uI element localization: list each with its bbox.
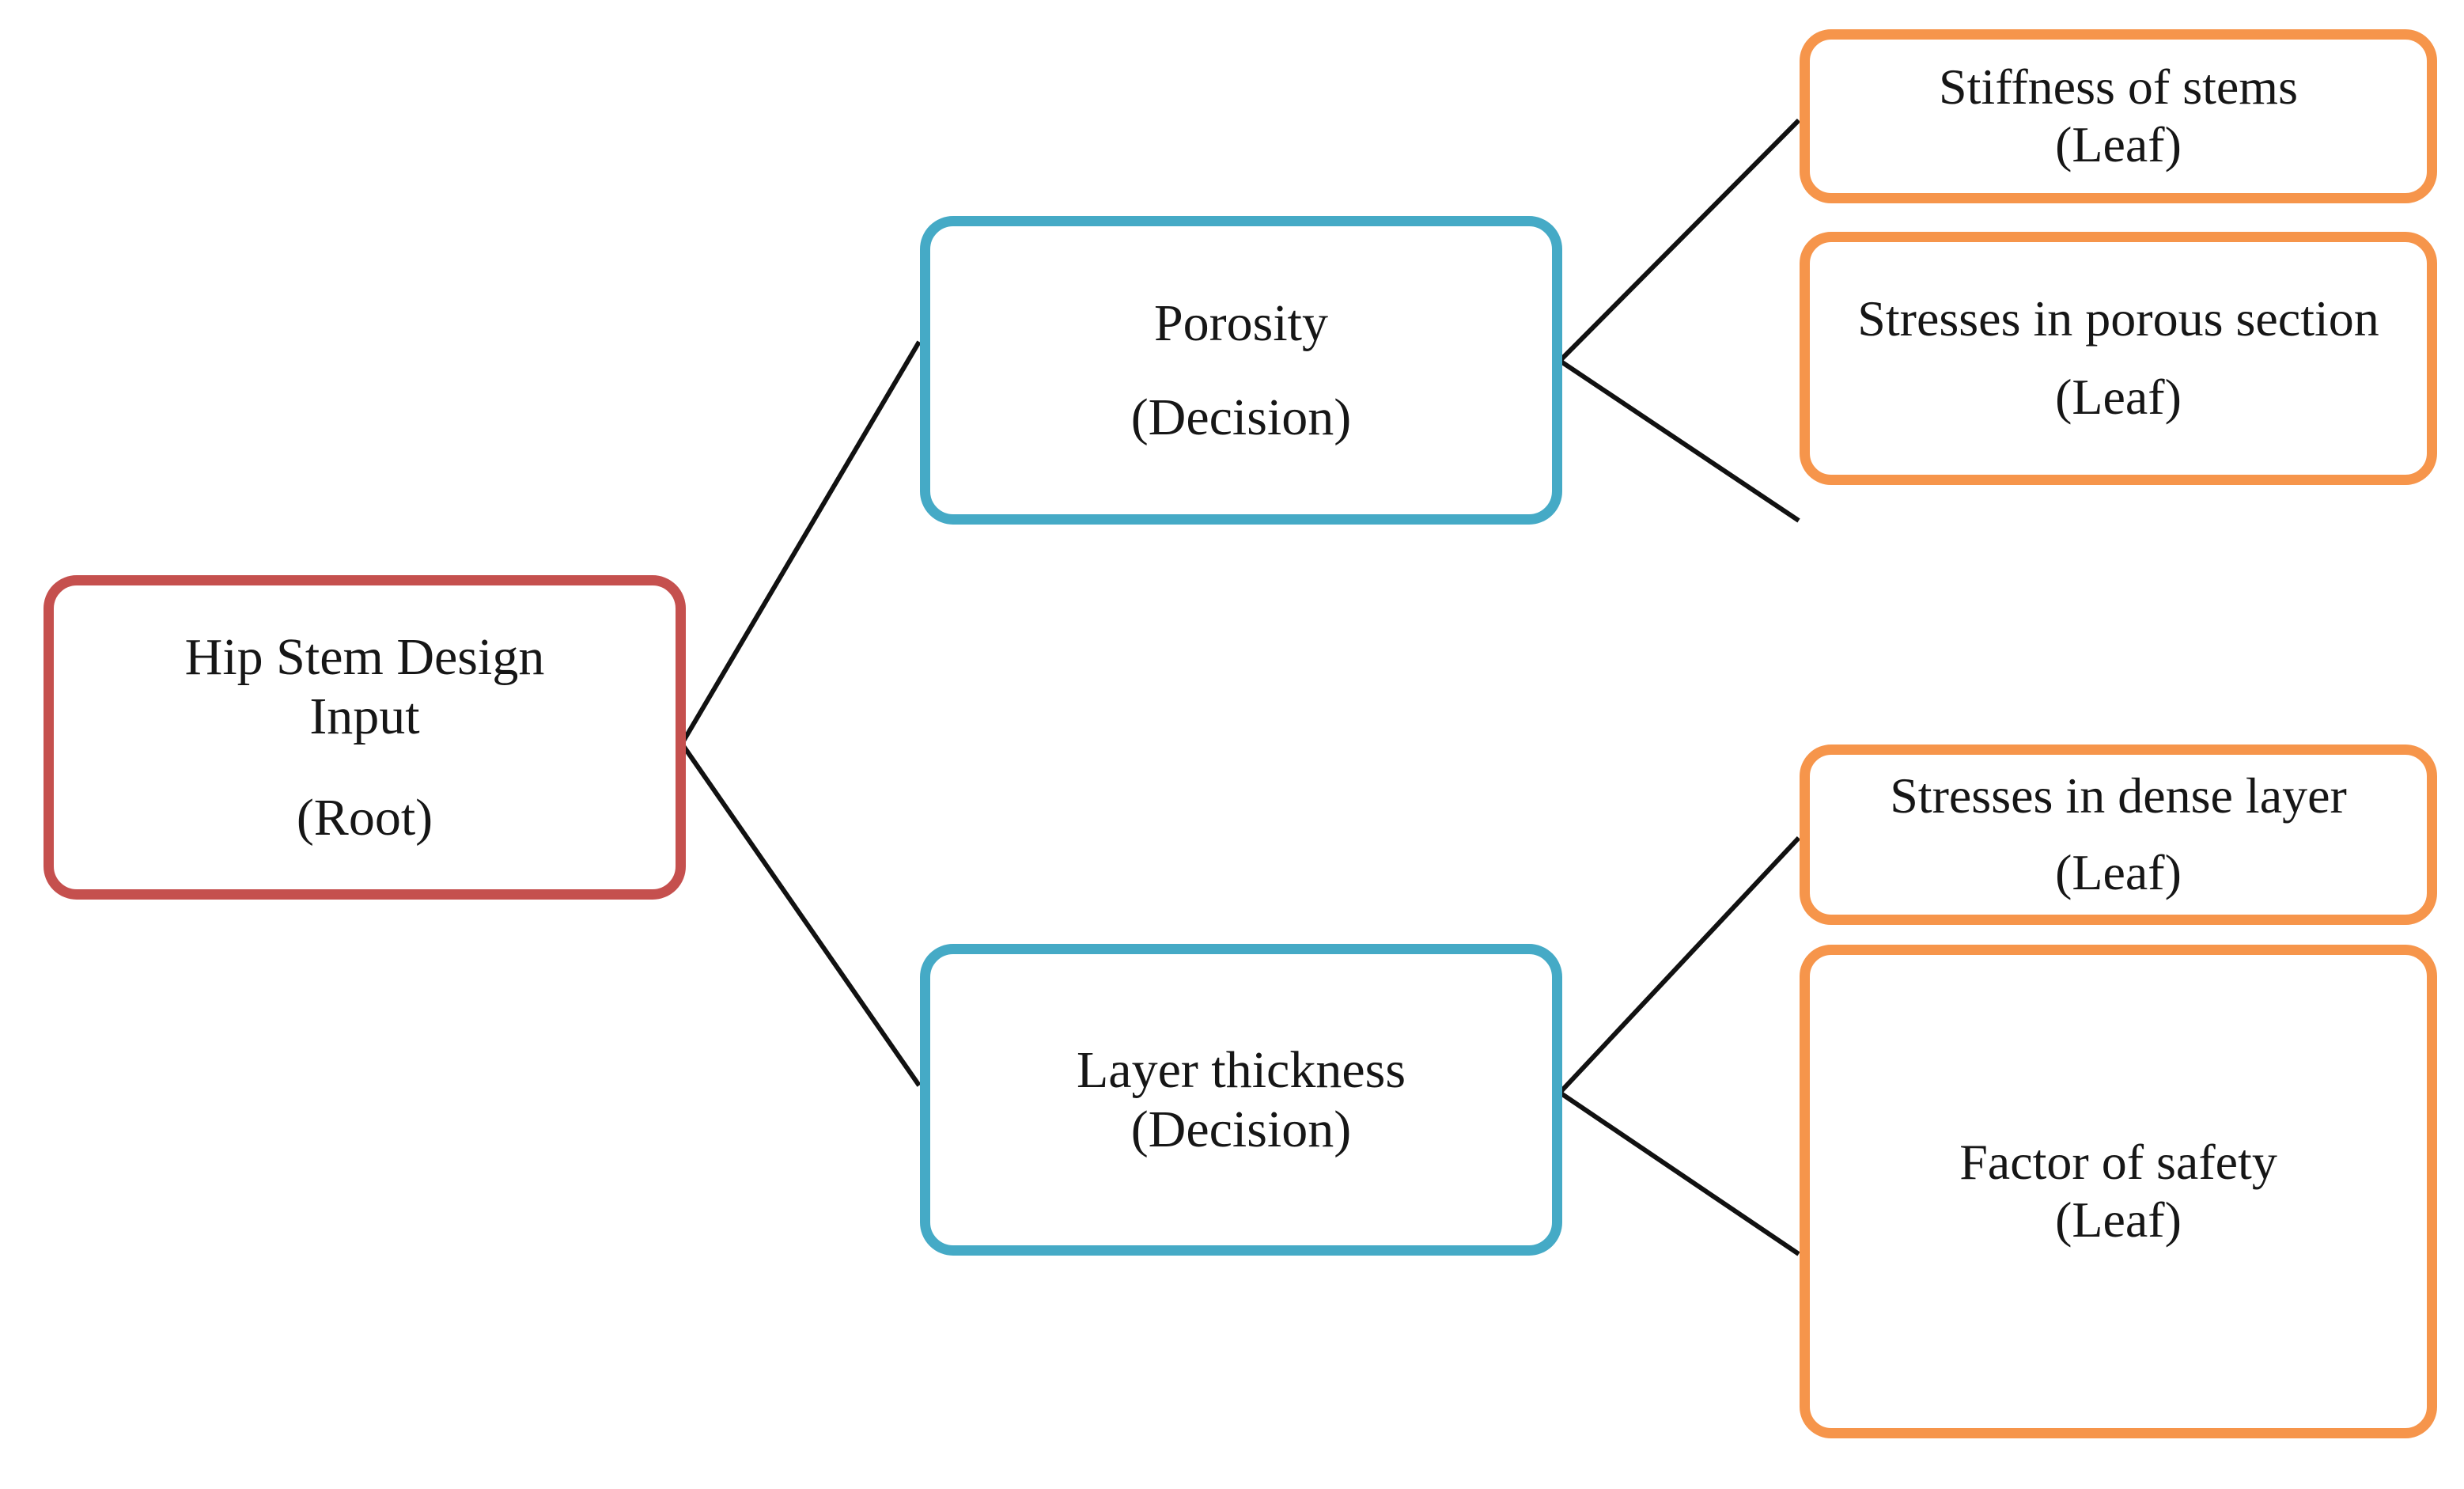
node-porosity-title: Porosity xyxy=(1153,294,1329,352)
node-leaf-factor-of-safety-kind-label: (Leaf) xyxy=(2055,1192,2182,1248)
node-leaf-stiffness-of-stems[interactable]: Stiffness of stems (Leaf) xyxy=(1800,29,2437,203)
node-leaf-dense-stresses-title: Stresses in dense layer xyxy=(1890,767,2347,824)
node-leaf-porous-stresses-kind-label: (Leaf) xyxy=(2055,369,2182,425)
node-leaf-stresses-in-porous-section[interactable]: Stresses in porous section (Leaf) xyxy=(1800,232,2437,485)
node-decision-porosity[interactable]: Porosity (Decision) xyxy=(920,216,1562,525)
node-layer-thickness-title: Layer thickness xyxy=(1076,1040,1406,1099)
edge-root-to-porosity xyxy=(679,340,922,745)
node-leaf-stiffness-title: Stiffness of stems xyxy=(1939,59,2298,116)
node-leaf-stresses-in-dense-layer[interactable]: Stresses in dense layer (Leaf) xyxy=(1800,744,2437,925)
node-root-title-line-2: Input xyxy=(309,688,420,746)
node-layer-thickness-kind-label: (Decision) xyxy=(1130,1101,1352,1158)
node-root-hip-stem-design-input[interactable]: Hip Stem Design Input (Root) xyxy=(44,575,686,900)
node-root-kind-label: (Root) xyxy=(296,788,433,847)
node-leaf-dense-stresses-kind-label: (Leaf) xyxy=(2055,844,2182,900)
edge-porosity-to-porous-stresses xyxy=(1558,358,1800,523)
node-porosity-kind-label: (Decision) xyxy=(1130,388,1352,446)
edge-layer-thickness-to-factor-of-safety xyxy=(1558,1090,1800,1256)
node-leaf-factor-of-safety[interactable]: Factor of safety (Leaf) xyxy=(1800,945,2437,1438)
edge-layer-thickness-to-dense-stresses xyxy=(1558,835,1801,1095)
node-decision-layer-thickness[interactable]: Layer thickness (Decision) xyxy=(920,944,1562,1256)
edge-root-to-layer-thickness xyxy=(679,742,922,1087)
node-root-title-line-1: Hip Stem Design xyxy=(184,628,545,687)
node-leaf-stiffness-kind-label: (Leaf) xyxy=(2055,116,2182,172)
edge-porosity-to-stiffness xyxy=(1558,118,1801,363)
node-leaf-factor-of-safety-title: Factor of safety xyxy=(1959,1134,2277,1191)
node-leaf-porous-stresses-title: Stresses in porous section xyxy=(1857,290,2379,347)
